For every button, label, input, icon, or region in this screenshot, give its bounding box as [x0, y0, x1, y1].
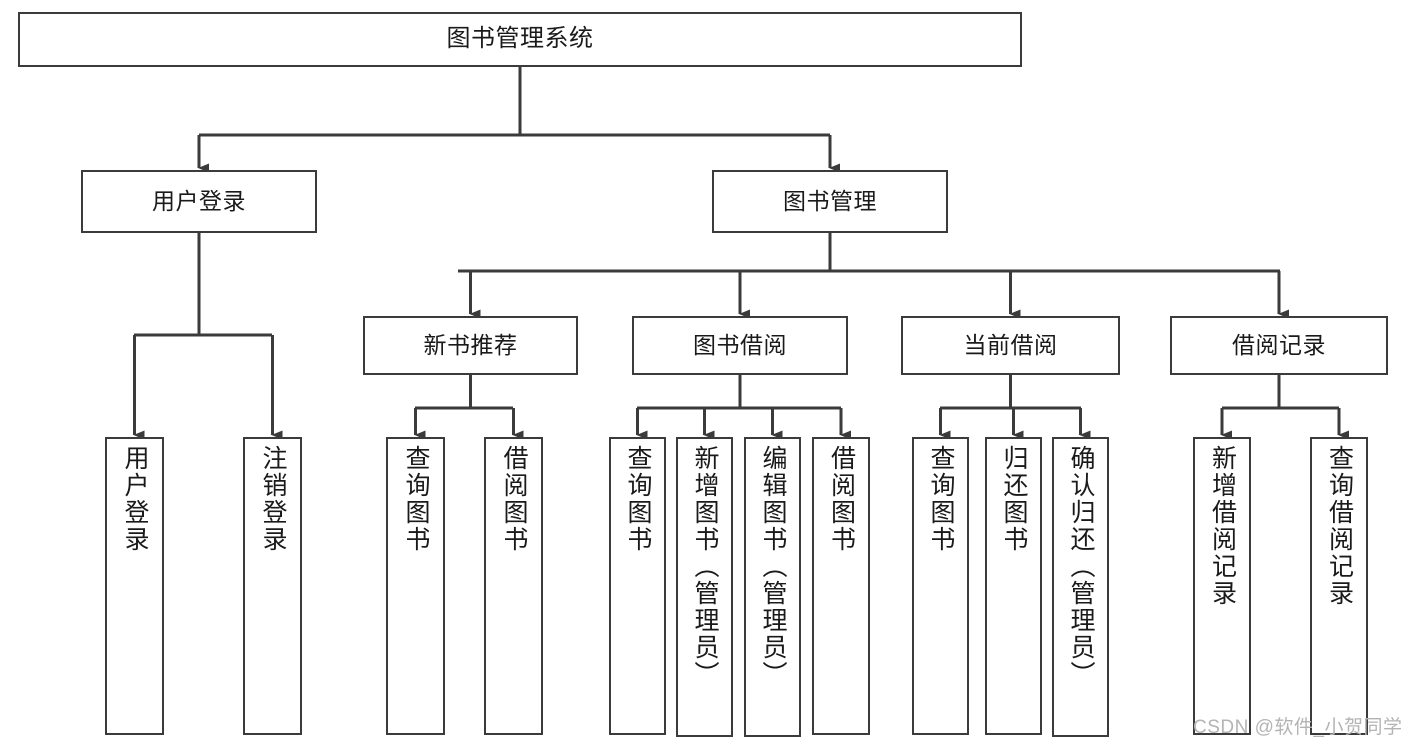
- node-leaf-return-book[interactable]: 归还图书: [985, 437, 1042, 735]
- node-label: 图书管理系统: [446, 25, 594, 53]
- node-leaf-edit-book[interactable]: 编辑图书（管理员）: [744, 437, 801, 737]
- node-new-book-recommend[interactable]: 新书推荐: [363, 316, 578, 375]
- node-label: 注销登录: [259, 445, 287, 553]
- node-label: 新增图书（管理员）: [691, 445, 719, 688]
- node-leaf-query-book-3[interactable]: 查询图书: [912, 437, 969, 735]
- node-leaf-confirm-return[interactable]: 确认归还（管理员）: [1052, 437, 1109, 737]
- node-borrow-record[interactable]: 借阅记录: [1170, 316, 1388, 375]
- node-label: 用户登录: [121, 445, 149, 553]
- node-leaf-borrow-book-2[interactable]: 借阅图书: [812, 437, 870, 735]
- node-leaf-add-book[interactable]: 新增图书（管理员）: [676, 437, 733, 737]
- node-leaf-query-book-1[interactable]: 查询图书: [386, 437, 445, 735]
- node-leaf-add-record[interactable]: 新增借阅记录: [1193, 437, 1251, 735]
- node-label: 查询图书: [402, 445, 430, 553]
- node-leaf-query-record[interactable]: 查询借阅记录: [1310, 437, 1368, 735]
- node-book-borrow[interactable]: 图书借阅: [632, 316, 848, 375]
- node-label: 借阅记录: [1232, 331, 1326, 358]
- node-leaf-query-book-2[interactable]: 查询图书: [609, 437, 666, 735]
- node-label: 用户登录: [152, 187, 246, 214]
- node-label: 查询图书: [927, 445, 955, 553]
- node-label: 借阅图书: [500, 445, 528, 553]
- watermark-credit: CSDN @软件_小贺同学: [1193, 717, 1403, 738]
- node-label: 图书管理: [783, 187, 877, 214]
- node-label: 查询图书: [624, 445, 652, 553]
- node-user-login[interactable]: 用户登录: [81, 170, 317, 233]
- node-root[interactable]: 图书管理系统: [18, 12, 1022, 67]
- node-leaf-borrow-book-1[interactable]: 借阅图书: [484, 437, 543, 735]
- node-label: 图书借阅: [693, 331, 787, 358]
- node-label: 归还图书: [1000, 445, 1028, 553]
- node-label: 查询借阅记录: [1325, 445, 1354, 607]
- node-label: 当前借阅: [963, 331, 1058, 358]
- node-label: 确认归还（管理员）: [1067, 445, 1095, 688]
- node-label: 新书推荐: [423, 331, 518, 358]
- node-current-borrow[interactable]: 当前借阅: [901, 316, 1120, 375]
- node-label: 借阅图书: [827, 445, 856, 553]
- node-label: 编辑图书（管理员）: [759, 445, 787, 688]
- node-leaf-user-logout[interactable]: 注销登录: [243, 437, 302, 735]
- node-book-manage[interactable]: 图书管理: [712, 170, 948, 233]
- node-label: 新增借阅记录: [1208, 445, 1237, 607]
- node-leaf-user-login[interactable]: 用户登录: [105, 437, 164, 735]
